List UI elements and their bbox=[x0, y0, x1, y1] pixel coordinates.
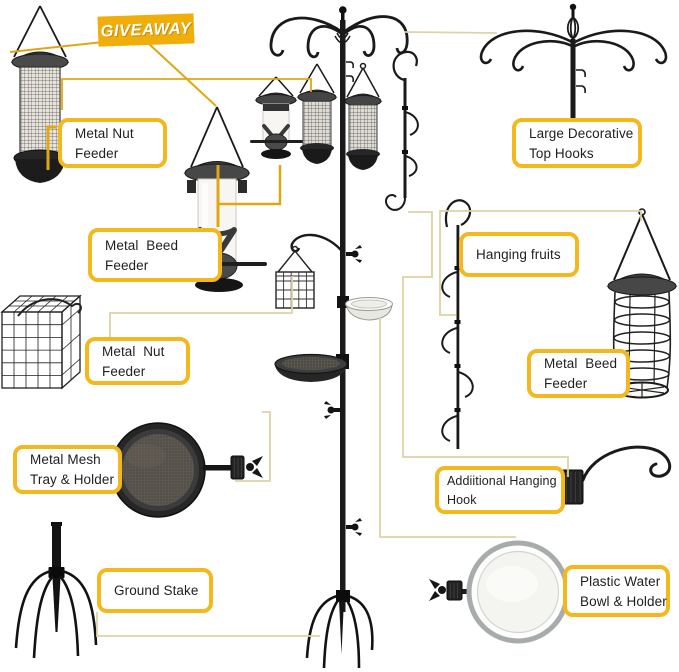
label-text: Top Hooks bbox=[529, 145, 594, 161]
connector-line bbox=[439, 210, 642, 316]
ground-stake bbox=[14, 522, 98, 659]
label-text: Hook bbox=[447, 492, 477, 507]
extension-hook-hanger bbox=[385, 50, 419, 211]
giveaway-text: GIVEAWAY bbox=[100, 18, 192, 41]
pole-finial bbox=[339, 6, 347, 14]
pole-shaft bbox=[340, 20, 346, 612]
connector-line bbox=[46, 125, 57, 170]
label-text: Feeder bbox=[102, 363, 146, 379]
big-nut-feeder bbox=[10, 5, 70, 183]
label-text: Plastic Water bbox=[580, 573, 661, 589]
label-plastic-water-bowl-holder: Plastic Water Bowl & Holder bbox=[563, 565, 670, 617]
butterfly-screw bbox=[429, 579, 446, 601]
mesh-tray bbox=[110, 422, 263, 518]
label-text: Tray & Holder bbox=[30, 472, 115, 487]
label-text: Bowl & Holder bbox=[580, 593, 667, 609]
pole-ground-spikes bbox=[305, 590, 374, 669]
connector-line bbox=[9, 40, 114, 53]
label-text: Feeder bbox=[75, 145, 119, 161]
connector-line bbox=[96, 612, 320, 637]
label-text: Feeder bbox=[105, 257, 149, 273]
label-addiitional-hanging-hook: Addiitional Hanging Hook bbox=[435, 466, 565, 514]
connector-lines-gold bbox=[9, 40, 312, 227]
label-metal-nut-feeder-1: Metal Nut Feeder bbox=[58, 118, 167, 168]
connector-line bbox=[147, 42, 217, 107]
butterfly-screw bbox=[246, 456, 263, 478]
label-metal-mesh-tray-holder: Metal Mesh Tray & Holder bbox=[13, 445, 122, 494]
suet-cage-feeder bbox=[0, 294, 82, 390]
label-metal-beed-feeder-2: Metal Beed Feeder bbox=[527, 349, 630, 398]
pole-arm-outer-right bbox=[343, 15, 409, 55]
pole-side-hooks bbox=[346, 61, 355, 83]
connector-lines-pale bbox=[96, 31, 642, 637]
decorative-top-hooks bbox=[479, 3, 668, 118]
connector-line bbox=[61, 78, 312, 110]
label-text: Metal Nut bbox=[102, 343, 165, 359]
pole-knob-lower bbox=[346, 518, 362, 536]
pole-basket-hook-arm bbox=[290, 233, 342, 253]
twist-ornament bbox=[566, 15, 580, 41]
connector-line bbox=[109, 276, 293, 337]
label-text: Feeder bbox=[544, 376, 588, 391]
label-metal-nut-feeder-2: Metal Nut Feeder bbox=[85, 337, 190, 385]
pole-arm-outer-left bbox=[269, 16, 343, 57]
label-text: Ground Stake bbox=[114, 582, 199, 598]
label-large-decorative-top-hooks: Large Decorative Top Hooks bbox=[512, 118, 642, 168]
connector-line bbox=[218, 165, 282, 206]
pole-water-bowl bbox=[337, 296, 393, 321]
pole-knob-middle bbox=[324, 401, 340, 419]
connector-line bbox=[235, 411, 271, 482]
label-text: Metal Mesh bbox=[30, 452, 101, 467]
label-hanging-fruits: Hanging fruits bbox=[459, 232, 579, 277]
label-text: Large Decorative bbox=[529, 125, 634, 141]
label-text: Metal Beed bbox=[105, 237, 179, 253]
connector-line bbox=[403, 31, 498, 34]
label-text: Hanging fruits bbox=[476, 246, 561, 262]
label-text: Metal Beed bbox=[544, 356, 618, 371]
pole-crown-ornament bbox=[334, 32, 351, 44]
connector-line bbox=[379, 318, 516, 538]
pole-arm-inner-right bbox=[343, 24, 376, 57]
label-text: Addiitional Hanging bbox=[447, 473, 557, 488]
main-pole-station bbox=[269, 6, 409, 669]
label-metal-beed-feeder-1: Metal Beed Feeder bbox=[88, 228, 222, 282]
pole-knob-upper bbox=[346, 245, 362, 263]
mesh-feeder-small-left bbox=[296, 63, 338, 164]
plastic-water-bowl bbox=[429, 540, 570, 644]
pole-arm-inner-left bbox=[306, 25, 343, 59]
label-ground-stake: Ground Stake bbox=[97, 568, 213, 613]
mesh-feeder-small-right bbox=[343, 62, 383, 170]
giveaway-banner: GIVEAWAY bbox=[97, 13, 195, 47]
hanging-wire-basket bbox=[275, 245, 315, 309]
connector-line bbox=[402, 211, 569, 477]
tube-feeder-medium bbox=[250, 76, 303, 159]
label-text: Metal Nut bbox=[75, 125, 134, 141]
pole-mesh-tray bbox=[274, 353, 349, 382]
